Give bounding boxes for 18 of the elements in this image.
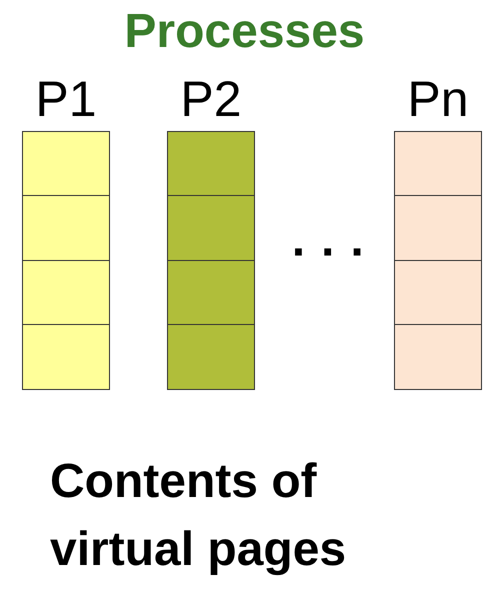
process-label: Pn: [406, 70, 470, 129]
memory-cell: [22, 195, 110, 261]
memory-cell: [22, 130, 110, 196]
memory-cell: [167, 195, 255, 261]
memory-cell: [22, 260, 110, 326]
memory-cell: [167, 130, 255, 196]
title: Processes: [123, 4, 366, 60]
memory-cell: [22, 324, 110, 390]
memory-cell: [167, 260, 255, 326]
ellipsis: · · ·: [290, 225, 368, 280]
memory-cell: [394, 130, 482, 196]
memory-cell: [394, 195, 482, 261]
process-label: P1: [34, 70, 98, 129]
caption: Contents of virtual pages: [50, 454, 348, 578]
process-label: P2: [179, 70, 243, 129]
memory-cell: [394, 324, 482, 390]
memory-cell: [394, 260, 482, 326]
memory-cell: [167, 324, 255, 390]
